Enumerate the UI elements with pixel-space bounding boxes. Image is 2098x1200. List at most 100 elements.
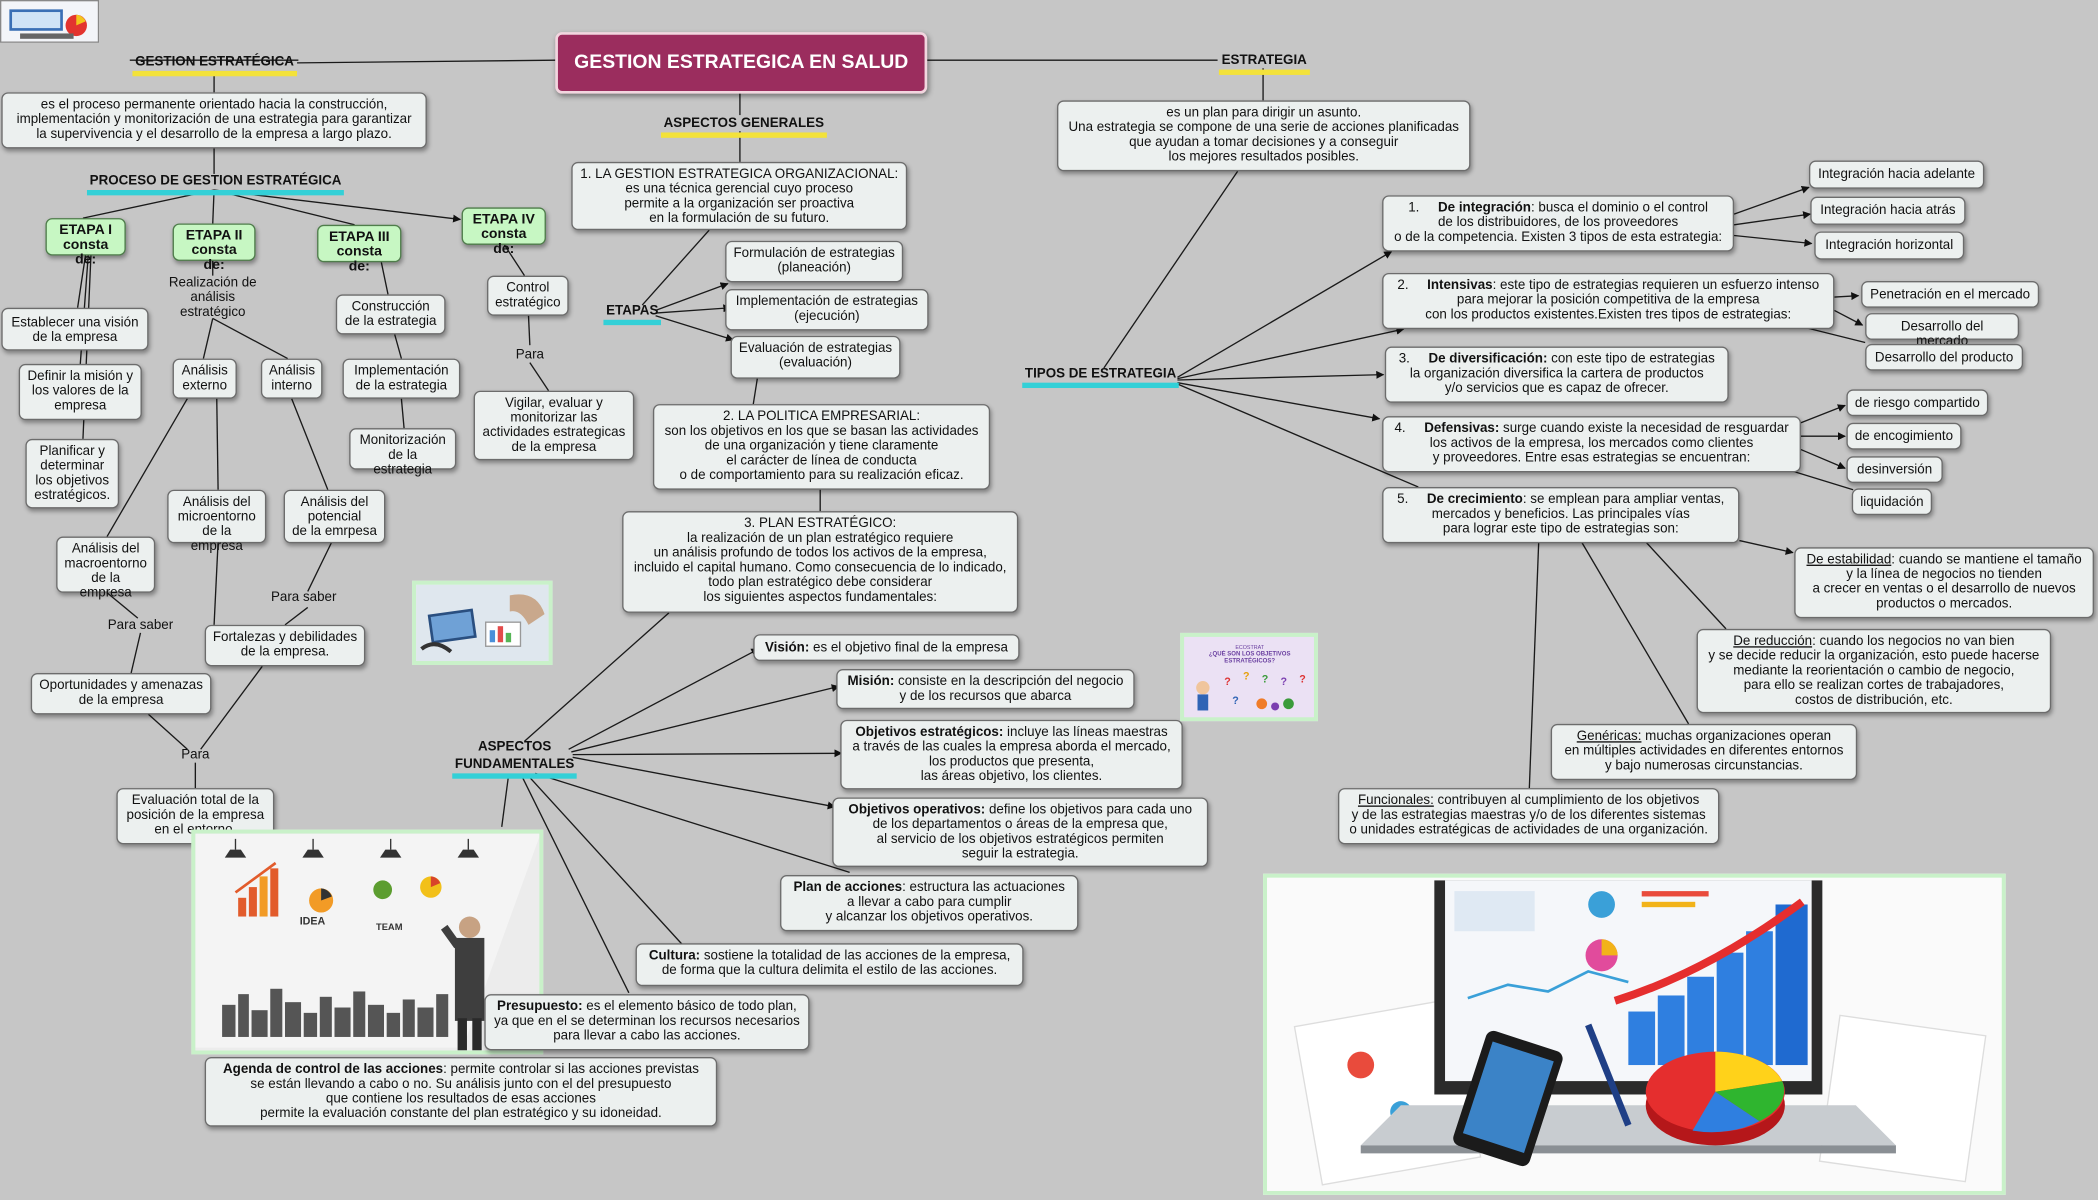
funcionales-text: contribuyen al cumplimiento de los objet… (1349, 793, 1708, 838)
meeting-photo (412, 580, 553, 665)
formulacion-estrategias-node[interactable]: Formulación de estrategias (planeación) (725, 240, 904, 283)
tipos-estrategia-label[interactable]: TIPOS DE ESTRATEGIA (1022, 365, 1180, 389)
etapa-3-node[interactable]: ETAPA III consta de: (317, 224, 402, 274)
presupuesto-node[interactable]: Presupuesto: es el elemento básico de to… (484, 994, 810, 1051)
presupuesto-text: es el elemento básico de todo plan, ya q… (494, 999, 800, 1044)
fortalezas-debilidades-node[interactable]: Fortalezas y debilidades de la empresa. (204, 624, 366, 667)
vision-node[interactable]: Visión: es el objetivo final de la empre… (753, 634, 1020, 661)
mision-node[interactable]: Misión: consiste en la descripción del n… (836, 669, 1135, 710)
etapa-1-node[interactable]: ETAPA I consta de: (45, 218, 126, 267)
oportunidades-amenazas-node[interactable]: Oportunidades y amenazas de la empresa (30, 673, 212, 715)
monitorizacion-estrategia-node[interactable]: Monitorización de la estrategia (349, 428, 457, 478)
planificar-objetivos-node[interactable]: Planificar y determinar los objetivos es… (25, 438, 120, 509)
reduccion-title: De reducción (1733, 634, 1813, 649)
encogimiento-node[interactable]: de encogimiento (1846, 422, 1962, 450)
analisis-potencial-node[interactable]: Análisis del potencial de la emrpesa (283, 489, 386, 544)
plan-acciones-text: : estructura las actuaciones a llevar a … (825, 880, 1065, 925)
crecimiento-node[interactable]: 5. De crecimiento: se emplean para ampli… (1382, 487, 1740, 544)
para-text: Para (181, 747, 210, 763)
etapa-2-node[interactable]: ETAPA II consta de: (172, 223, 256, 272)
estrategia-label[interactable]: ESTRATEGIA (1218, 52, 1310, 75)
team-word: TEAM (376, 922, 403, 932)
implementacion-estrategias-node[interactable]: Implementación de estrategias (ejecución… (725, 289, 929, 331)
funcionales-node[interactable]: Funcionales: contribuyen al cumplimiento… (1338, 788, 1720, 845)
aspectos-generales-label[interactable]: ASPECTOS GENERALES (660, 115, 827, 138)
evaluacion-estrategias-node[interactable]: Evaluación de estrategias (evaluación) (730, 335, 901, 379)
objetivos-poster-image: ECOSTRAT ¿QUÉ SON LOS OBJETIVOS ESTRATÉG… (1180, 632, 1318, 722)
estrategia-definition[interactable]: es un plan para dirigir un asunto. Una e… (1057, 100, 1471, 172)
gestion-estrategica-definition[interactable]: es el proceso permanente orientado hacia… (1, 92, 427, 149)
svg-text:?: ? (1243, 671, 1250, 683)
svg-text:?: ? (1262, 673, 1269, 685)
estabilidad-node[interactable]: De estabilidad: cuando se mantiene el ta… (1794, 547, 2094, 619)
integracion-node[interactable]: 1. De integración: busca el dominio o el… (1382, 195, 1735, 252)
desarrollo-mercado-node[interactable]: Desarrollo del mercado (1865, 313, 2020, 349)
analisis-externo-node[interactable]: Análisis externo (172, 358, 237, 399)
establecer-vision-node[interactable]: Establecer una visión de la empresa (1, 307, 149, 351)
definir-mision-node[interactable]: Definir la misión y los valores de la em… (18, 363, 142, 421)
para-text-2: Para (515, 347, 544, 363)
desarrollo-producto-node[interactable]: Desarrollo del producto (1865, 343, 2024, 371)
funcionales-title: Funcionales: (1357, 793, 1434, 809)
liquidacion-node[interactable]: liquidación (1851, 488, 1933, 516)
objetivos-operativos-text: define los objetivos para cada uno de lo… (872, 802, 1193, 862)
root-topic[interactable]: GESTION ESTRATEGICA EN SALUD (555, 32, 928, 94)
analisis-microentorno-node[interactable]: Análisis del microentorno de la empresa (167, 489, 267, 554)
integracion-atras-node[interactable]: Integración hacia atrás (1810, 196, 1966, 225)
etapa-4-node[interactable]: ETAPA IV consta de: (461, 207, 546, 256)
para-saber-text-1: Para saber (270, 590, 337, 605)
objetivos-estrategicos-text: incluye las líneas maestras a través de … (852, 725, 1171, 785)
diversificacion-text: con este tipo de estrategias la organiza… (1409, 351, 1715, 397)
cultura-text: sostiene la totalidad de las acciones de… (661, 948, 1011, 979)
analisis-macroentorno-node[interactable]: Análisis del macroentorno de la empresa (56, 536, 156, 601)
crecimiento-text: : se emplean para ampliar ventas, mercad… (1431, 492, 1725, 537)
riesgo-compartido-node[interactable]: de riesgo compartido (1846, 389, 1989, 417)
mision-text: consiste en la descripción del negocio y… (898, 674, 1124, 704)
implementacion-estrategia-node[interactable]: Implementación de la estrategia (342, 358, 461, 399)
control-estrategico-node[interactable]: Control estratégico (487, 275, 569, 316)
intensivas-node[interactable]: 2. Intensivas: este tipo de estrategias … (1382, 272, 1835, 330)
vision-text: es el objetivo final de la empresa (809, 640, 1008, 656)
integracion-text: : busca el dominio o el control de los d… (1394, 200, 1723, 245)
aspectos-fundamentales-label[interactable]: ASPECTOS FUNDAMENTALES (452, 739, 578, 779)
defensivas-number: 4. (1394, 421, 1425, 437)
penetracion-mercado-node[interactable]: Penetración en el mercado (1861, 280, 2040, 308)
genericas-node[interactable]: Genéricas: muchas organizaciones operan … (1550, 723, 1858, 781)
crecimiento-title: De crecimiento (1426, 492, 1523, 508)
plan-estrategico-node[interactable]: 3. PLAN ESTRATÉGICO: la realización de u… (622, 511, 1019, 613)
idea-word: IDEA (300, 916, 326, 928)
svg-text:?: ? (1232, 695, 1239, 707)
crecimiento-number: 5. (1397, 492, 1427, 508)
vigilar-evaluar-node[interactable]: Vigilar, evaluar y monitorizar las activ… (473, 390, 635, 461)
diversificacion-node[interactable]: 3. De diversificación: con este tipo de … (1384, 346, 1729, 403)
politica-empresarial-node[interactable]: 2. LA POLITICA EMPRESARIAL: son los obje… (652, 404, 991, 490)
integracion-adelante-node[interactable]: Integración hacia adelante (1808, 160, 1985, 189)
proceso-label[interactable]: PROCESO DE GESTION ESTRATÉGICA (86, 173, 345, 196)
gestion-estrategica-label[interactable]: GESTION ESTRATÉGICA (132, 54, 297, 77)
plan-acciones-node[interactable]: Plan de acciones: estructura las actuaci… (780, 875, 1079, 932)
plan-acciones-title: Plan de acciones (793, 880, 903, 896)
presupuesto-title: Presupuesto: (497, 999, 583, 1015)
laptop-analytics-photo (1263, 873, 2006, 1195)
construccion-estrategia-node[interactable]: Construcción de la estrategia (335, 294, 446, 335)
poster-brand: ECOSTRAT (1235, 645, 1264, 651)
svg-text:?: ? (1280, 676, 1287, 688)
gestion-organizacional-node[interactable]: 1. LA GESTION ESTRATEGICA ORGANIZACIONAL… (571, 161, 908, 231)
cultura-title: Cultura: (648, 948, 701, 964)
cultura-node[interactable]: Cultura: sostiene la totalidad de las ac… (635, 943, 1024, 987)
desinversion-node[interactable]: desinversión (1846, 456, 1943, 484)
estabilidad-title: De estabilidad (1806, 552, 1892, 568)
objetivos-operativos-node[interactable]: Objetivos operativos: define los objetiv… (832, 797, 1209, 868)
vision-title: Visión: (764, 640, 810, 656)
para-saber-text-2: Para saber (107, 618, 174, 633)
diversificacion-number: 3. (1398, 351, 1429, 367)
intensivas-text: : este tipo de estrategias requieren un … (1425, 278, 1820, 323)
etapas-label[interactable]: ETAPAS (603, 302, 662, 326)
reduccion-node[interactable]: De reducción: cuando los negocios no van… (1696, 628, 2052, 714)
integracion-horizontal-node[interactable]: Integración horizontal (1814, 231, 1965, 260)
analisis-interno-node[interactable]: Análisis interno (260, 358, 323, 399)
objetivos-estrategicos-node[interactable]: Objetivos estratégicos: incluye las líne… (840, 719, 1183, 790)
genericas-title: Genéricas: (1576, 729, 1642, 744)
defensivas-node[interactable]: 4. Defensivas: surge cuando existe la ne… (1382, 416, 1801, 473)
agenda-control-node[interactable]: Agenda de control de las acciones: permi… (204, 1057, 718, 1127)
